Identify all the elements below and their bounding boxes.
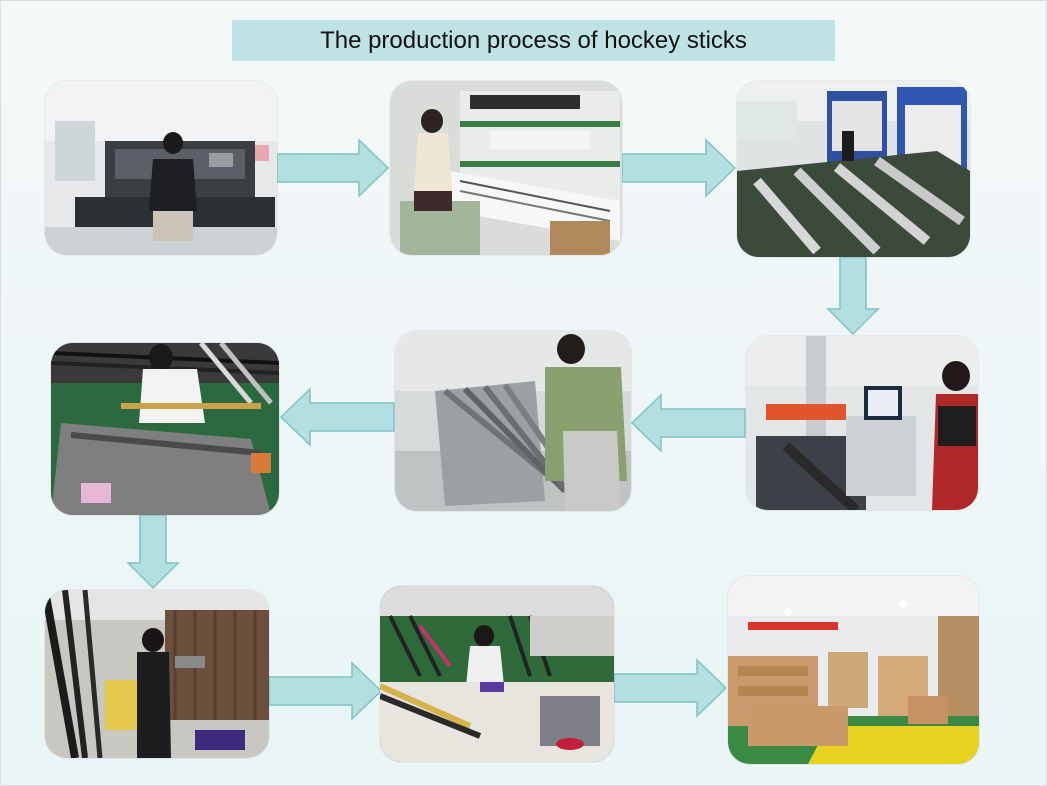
flow-arrow-right-1 xyxy=(277,138,390,198)
paper-cutting-machine-photo xyxy=(45,81,277,255)
worker-finishing-sticks-photo xyxy=(380,586,614,762)
flow-arrow-down-2 xyxy=(126,515,180,590)
worker-spray-painting-photo xyxy=(45,590,269,758)
flow-arrow-right-2 xyxy=(622,138,737,198)
worker-inspecting-sticks-photo xyxy=(51,343,279,515)
flow-arrow-down-1 xyxy=(826,257,880,336)
page-title: The production process of hockey sticks xyxy=(232,20,835,61)
flow-arrow-left-2 xyxy=(279,387,395,447)
worker-sanding-sticks-photo xyxy=(395,331,631,511)
strength-testing-machine-photo xyxy=(746,336,978,510)
worker-wrapping-material-photo xyxy=(390,81,622,255)
flow-arrow-right-3 xyxy=(269,661,383,721)
flow-arrow-left-1 xyxy=(630,393,746,453)
packaged-boxes-warehouse-photo xyxy=(728,576,979,764)
flow-arrow-right-4 xyxy=(614,658,728,718)
hot-press-molding-photo xyxy=(737,81,970,257)
